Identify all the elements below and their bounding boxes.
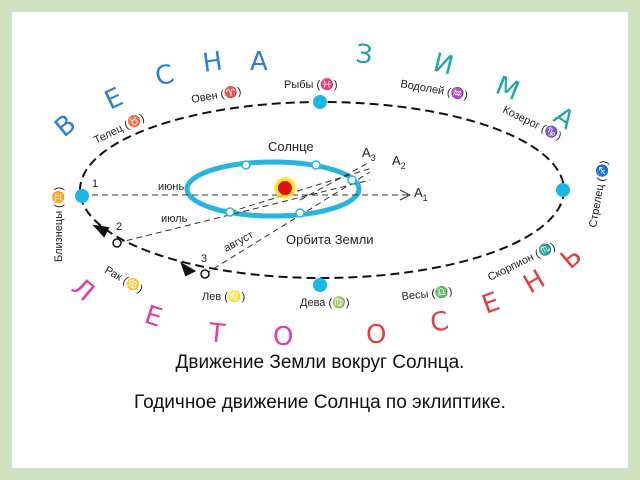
ecliptic-point-3 (200, 269, 210, 279)
orbit-points (225, 160, 357, 218)
zodiac-cancer: Рак (♋) (103, 263, 146, 295)
motion-arrows (92, 224, 197, 277)
sun-label: Солнце (268, 139, 314, 154)
zodiac-aquarius: Водолей (♒) (399, 77, 469, 102)
summer-letter-4: О (273, 322, 293, 352)
season-dots (75, 95, 570, 292)
season-summer: Л Е Т О (66, 272, 294, 352)
summer-letter-1: Л (66, 272, 100, 308)
summer-letter-2: Е (141, 300, 166, 334)
ecliptic-point-2 (112, 238, 122, 248)
winter-letter-2: И (430, 48, 456, 82)
orbit-label: Орбита Земли (286, 232, 374, 247)
zodiac-pisces: Рыбы (♓) (284, 78, 338, 91)
autumn-letter-1: О (366, 320, 386, 350)
spring-letter-2: Е (100, 82, 128, 116)
point-3-label: 3 (201, 253, 207, 265)
autumn-letter-4: Н (519, 264, 551, 300)
projection-lines (82, 161, 410, 275)
earth-orbit (184, 159, 362, 219)
a1-label: A1 (414, 185, 428, 203)
autumn-letter-2: С (428, 306, 451, 339)
winter-letter-3: М (491, 71, 523, 107)
june-label: июнь (158, 181, 184, 193)
spring-letter-3: С (152, 59, 177, 93)
zodiac-taurus: Телец (♉) (92, 111, 147, 147)
july-label: июль (161, 213, 188, 225)
ecliptic-ellipse (79, 101, 565, 279)
zodiac-virgo: Дева (♍) (300, 296, 349, 309)
autumn-letter-5: Ь (555, 241, 588, 275)
season-winter: З И М А (354, 39, 580, 136)
zodiac-leo: Лев (♌) (202, 290, 245, 303)
autumn-letter-3: Е (478, 287, 504, 321)
spring-letter-1: В (49, 109, 82, 143)
august-label: август (222, 229, 256, 255)
summer-letter-3: Т (206, 318, 226, 350)
zodiac-sagittarius: Стрелец (♐) (586, 160, 611, 229)
caption-line-1: Движение Земли вокруг Солнца. (175, 352, 465, 373)
sun-icon (278, 181, 292, 195)
zodiac-gemini: Близнецы (♊) (52, 187, 65, 262)
point-2-label: 2 (116, 221, 122, 233)
zodiac-libra: Весы (♎) (401, 285, 453, 303)
a3-label: A3 (362, 145, 376, 163)
a2-label: A2 (392, 153, 406, 171)
zodiac-aries: Овен (♈) (190, 84, 242, 106)
spring-letter-4: Н (201, 47, 225, 79)
spring-letter-5: А (250, 47, 268, 77)
arrowheads (399, 189, 412, 201)
caption-line-2: Годичное движение Солнца по эклиптике. (134, 392, 506, 413)
a-points: A1 A2 A3 (362, 145, 428, 203)
point-1-label: 1 (92, 178, 98, 190)
winter-letter-1: З (354, 39, 374, 71)
